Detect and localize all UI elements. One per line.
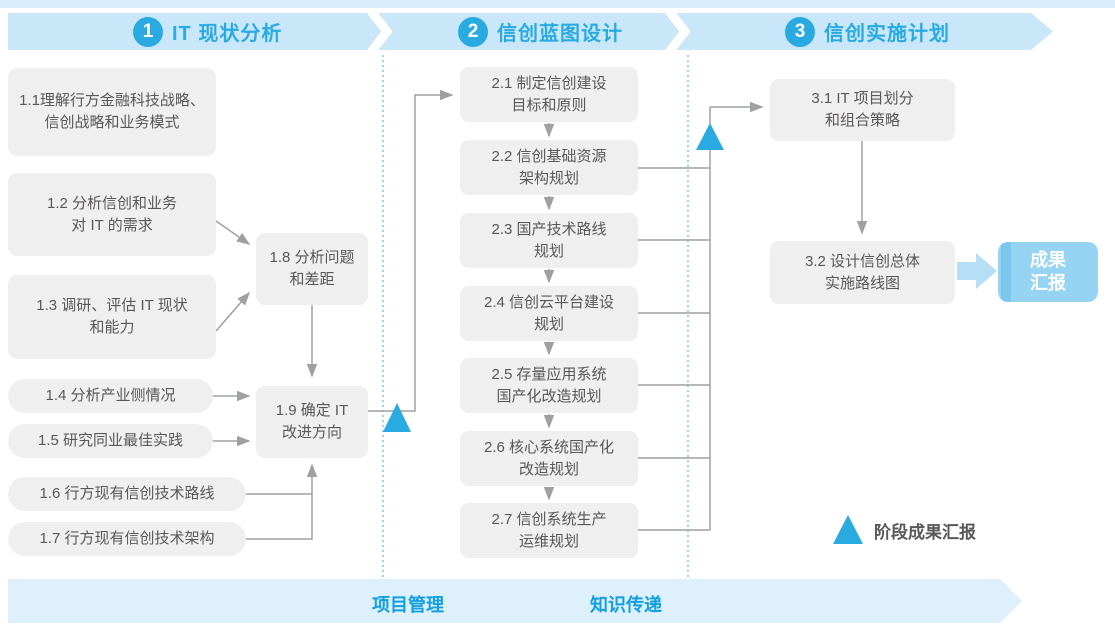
chevron-separator-icon <box>367 13 392 50</box>
footer-knowledge-transfer: 知识传递 <box>590 595 662 615</box>
phase-number-badge: 3 <box>785 16 815 47</box>
arrow-1-7-to-1-9 <box>246 463 318 540</box>
step-box-2-1: 2.1 制定信创建设 目标和原则 <box>460 67 638 122</box>
top-strip <box>0 0 1115 8</box>
step-box-2-5: 2.5 存量应用系统 国产化改造规划 <box>460 358 638 413</box>
step-box-1-1: 1.1理解行方金融科技战略、 信创战略和业务模式 <box>8 68 216 156</box>
phase-title: 信创蓝图设计 <box>497 23 623 45</box>
step-box-2-7: 2.7 信创系统生产 运维规划 <box>460 503 638 558</box>
step-pill-1-7: 1.7 行方现有信创技术架构 <box>8 522 246 556</box>
step-box-1-9: 1.9 确定 IT 改进方向 <box>256 386 368 458</box>
step-box-2-4: 2.4 信创云平台建设 规划 <box>460 286 638 341</box>
footer-project-management: 项目管理 <box>372 595 444 615</box>
phase-2-header: 2 信创蓝图设计 <box>458 15 623 48</box>
arrow-1-2-to-1-8 <box>215 220 251 245</box>
footer-band <box>8 579 1022 623</box>
step-box-1-2: 1.2 分析信创和业务 对 IT 的需求 <box>8 173 216 256</box>
step-pill-1-6: 1.6 行方现有信创技术路线 <box>8 477 246 511</box>
outcome-box: 成果 汇报 <box>998 242 1098 302</box>
chevron-separator-icon <box>665 13 690 50</box>
step-box-2-3: 2.3 国产技术路线 规划 <box>460 213 638 268</box>
phase-3-header: 3 信创实施计划 <box>785 15 950 48</box>
step-box-1-3: 1.3 调研、评估 IT 现状 和能力 <box>8 275 216 359</box>
legend-triangle-icon <box>833 515 863 544</box>
milestone-triangle-icon <box>383 403 411 432</box>
outcome-arrow-icon <box>957 253 997 289</box>
step-box-2-6: 2.6 核心系统国产化 改造规划 <box>460 431 638 486</box>
outcome-label: 成果 汇报 <box>1030 249 1066 293</box>
phase-number-badge: 1 <box>133 16 163 47</box>
outcome-accent-bar <box>1001 242 1011 302</box>
phase-number-badge: 2 <box>458 16 488 47</box>
phase-title: 信创实施计划 <box>824 23 950 45</box>
arrow-1-3-to-1-8 <box>215 291 250 332</box>
arrow-1-9-to-2-1 <box>368 89 454 412</box>
phase-1-header: 1 IT 现状分析 <box>133 15 282 48</box>
step-pill-1-4: 1.4 分析产业侧情况 <box>8 379 213 413</box>
step-box-1-8: 1.8 分析问题 和差距 <box>256 233 368 305</box>
step-pill-1-5: 1.5 研究同业最佳实践 <box>8 424 213 458</box>
phase-header-band <box>8 13 1053 50</box>
legend-label: 阶段成果汇报 <box>874 523 976 542</box>
phase-title: IT 现状分析 <box>172 23 283 45</box>
step-box-3-2: 3.2 设计信创总体 实施路线图 <box>770 241 955 304</box>
step-box-2-2: 2.2 信创基础资源 架构规划 <box>460 140 638 195</box>
step-box-3-1: 3.1 IT 项目划分 和组合策略 <box>770 79 955 141</box>
milestone-triangle-icon <box>696 123 724 150</box>
